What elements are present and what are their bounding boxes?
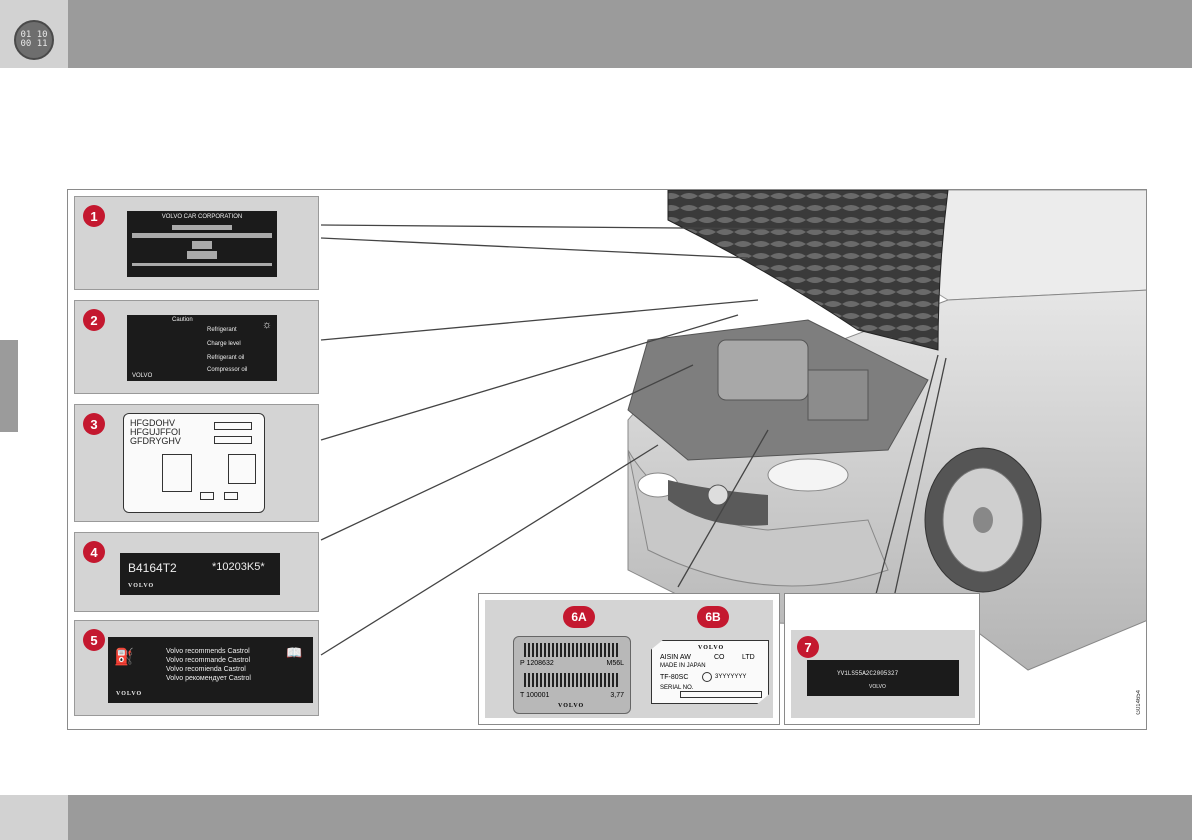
label5-line-3: Volvo рекомендует Castrol [166,674,251,683]
label5-line-2: Volvo recomienda Castrol [166,665,246,674]
callout-6a: 6A [563,606,595,628]
label-panel-6: 6A 6B P 1208632 M56L T 100001 3,77 VOLVO… [478,593,780,725]
label2-refrigerant: Refrigerant [207,327,237,334]
label6b-serial: 3YYYYYYY [715,674,746,681]
chapter-badge-text: 01 10 00 11 [20,31,47,49]
callout-5: 5 [83,629,105,651]
footer-tab [0,795,68,840]
label-panel-4: 4 B4164T2 *10203K5* VOLVO [74,532,319,612]
callout-1: 1 [83,205,105,227]
label6b-maker2: CO [714,653,725,662]
label6a-brand: VOLVO [558,703,584,710]
label5-brand: VOLVO [116,691,142,698]
label6b-maker3: LTD [742,653,755,662]
gearbox-label-6b: VOLVO AISIN AW CO LTD MADE IN JAPAN TF-8… [651,640,769,704]
label6b-maker1: AISIN AW [660,653,691,662]
vin-label: YV1LS55A2C2005327 VOLVO [807,660,959,696]
label6a-p-code: M56L [606,659,624,668]
label2-refrigerant-oil: Refrigerant oil [207,355,244,362]
label6a-p-line: P 1208632 [520,659,554,668]
callout-3: 3 [83,413,105,435]
chapter-side-tab [0,340,18,432]
label-panel-6-inner: 6A 6B P 1208632 M56L T 100001 3,77 VOLVO… [485,600,773,718]
label2-charge: Charge level [207,341,241,348]
gearbox-label-6a: P 1208632 M56L T 100001 3,77 VOLVO [513,636,631,714]
label-panel-2: 2 Caution Refrigerant Charge level Refri… [74,300,319,394]
label-panel-7: 7 YV1LS55A2C2005327 VOLVO [784,593,980,725]
label5-line-0: Volvo recommends Castrol [166,647,250,656]
header-tab: 01 10 00 11 [0,0,68,68]
label1-title: VOLVO CAR CORPORATION [127,214,277,221]
label6a-t-line: T 100001 [520,691,549,700]
label6b-model: TF-80SC [660,673,688,682]
engine-number-label: B4164T2 *10203K5* VOLVO [120,553,280,595]
label-panel-5: 5 ⛽ 📖 Volvo recommends Castrol Volvo rec… [74,620,319,716]
header-bar: 01 10 00 11 [0,0,1192,68]
label-panel-7-inner: 7 YV1LS55A2C2005327 VOLVO [791,630,975,718]
label3-code3: GFDRYGHV [130,436,181,446]
label6b-brand: VOLVO [698,645,724,652]
snowflake-icon: ☼ [262,319,272,331]
label-panel-3: 3 HFGDOHV HFGUJFFOI GFDRYGHV [74,404,319,522]
callout-7: 7 [797,636,819,658]
label7-brand: VOLVO [869,684,886,691]
label2-compressor: Compressor oil [207,367,247,374]
callout-2: 2 [83,309,105,331]
label7-vin: YV1LS55A2C2005327 [837,670,898,677]
vehicle-labels-figure: 1 VOLVO CAR CORPORATION 2 Caution Refrig… [67,189,1147,730]
chapter-icon: 01 10 00 11 [14,20,54,60]
oil-can-icon: ⛽ [114,647,134,667]
label4-brand: VOLVO [128,583,154,590]
label4-engine: B4164T2 [128,561,177,575]
engine-oil-label: ⛽ 📖 Volvo recommends Castrol Volvo recom… [108,637,313,703]
ac-refrigerant-label: Caution Refrigerant Charge level Refrige… [127,315,277,381]
paint-code-label: HFGDOHV HFGUJFFOI GFDRYGHV [123,413,265,513]
label6b-made: MADE IN JAPAN [660,663,706,670]
callout-4: 4 [83,541,105,563]
manual-book-icon: 📖 [286,645,302,661]
figure-code: G014654 [1136,690,1142,715]
label2-brand: VOLVO [132,373,152,380]
footer-bar [0,795,1192,840]
label5-line-1: Volvo recommande Castrol [166,656,250,665]
label6a-t-val: 3,77 [610,691,624,700]
label2-title: Caution [172,317,193,324]
callout-6b: 6B [697,606,729,628]
label-panel-1: 1 VOLVO CAR CORPORATION [74,196,319,290]
label4-serial: *10203K5* [212,561,265,573]
type-approval-label: VOLVO CAR CORPORATION [127,211,277,277]
